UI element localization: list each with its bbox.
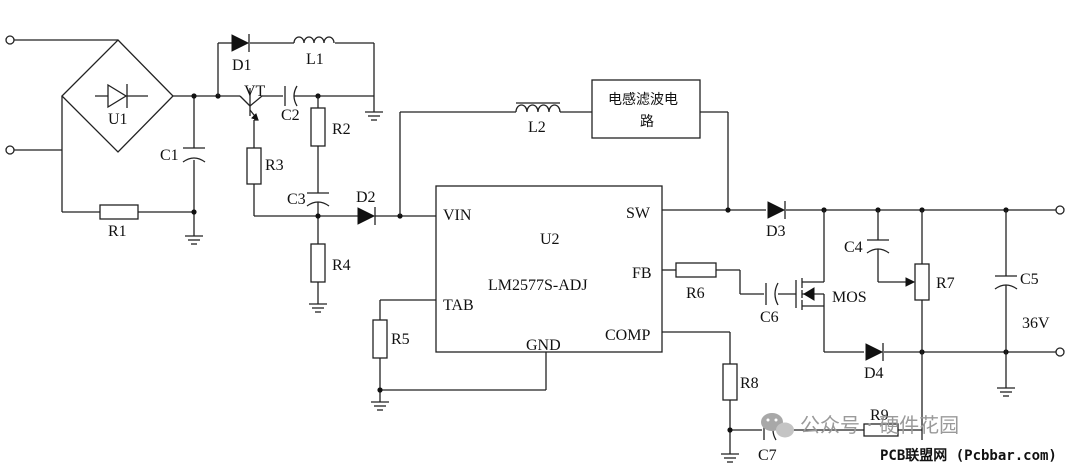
- filter-label-line2: 路: [640, 114, 654, 130]
- pin-vin: VIN: [443, 207, 472, 224]
- output-terminal-positive: [1055, 205, 1065, 215]
- label-r1: R1: [108, 223, 127, 240]
- filter-label-line1: 电感滤波电: [608, 91, 678, 108]
- resistor-r9: [863, 423, 899, 437]
- c4-branch: [866, 210, 916, 287]
- label-c5: C5: [1020, 271, 1039, 288]
- transistor-vt: [239, 88, 283, 148]
- capacitor-c6: [765, 282, 779, 306]
- label-mos: MOS: [832, 289, 867, 306]
- resistor-r8: [722, 363, 738, 401]
- label-r8: R8: [740, 375, 759, 392]
- output-terminal-negative: [1055, 347, 1065, 357]
- ac-input-terminals: [5, 35, 118, 155]
- watermark-channel-text: 公众号 · 硬件花园: [800, 413, 959, 437]
- resistor-r1: [99, 204, 139, 220]
- ground-symbol-c7: [721, 453, 739, 463]
- ground-symbol-l1: [365, 111, 383, 121]
- label-c1: C1: [160, 147, 179, 164]
- pin-comp: COMP: [605, 327, 650, 344]
- diode-d1: [231, 34, 250, 52]
- pin-sw: SW: [626, 205, 651, 222]
- pin-fb: FB: [632, 265, 652, 282]
- label-d2: D2: [356, 189, 376, 206]
- label-u2-part: LM2577S-ADJ: [488, 277, 588, 294]
- capacitor-c2: [284, 85, 374, 107]
- tab-gnd-wires: [379, 299, 547, 402]
- wechat-icon: [761, 413, 794, 438]
- c5-branch: [994, 210, 1018, 388]
- label-u1: U1: [108, 111, 128, 128]
- label-d3: D3: [766, 223, 786, 240]
- label-d1: D1: [232, 57, 252, 74]
- label-c2: C2: [281, 107, 300, 124]
- diode-d3: [767, 201, 786, 219]
- label-r5: R5: [391, 331, 410, 348]
- resistor-r6: [675, 262, 717, 278]
- inductor-l2: [515, 104, 561, 113]
- d1-l1-branch: [217, 42, 375, 112]
- l2-path: [399, 111, 729, 216]
- inductor-l1: [293, 36, 335, 44]
- pin-tab: TAB: [443, 297, 474, 314]
- ground-symbol-r5: [371, 401, 389, 411]
- label-d4: D4: [864, 365, 884, 382]
- label-c4: C4: [844, 239, 863, 256]
- capacitor-c1: [182, 147, 206, 163]
- watermark-channel: 公众号 · 硬件花园: [761, 413, 959, 438]
- ic-u2-lm2577: [435, 185, 663, 353]
- label-c6: C6: [760, 309, 779, 326]
- fb-wires: [662, 269, 796, 295]
- label-r4: R4: [332, 257, 351, 274]
- label-l1: L1: [306, 51, 324, 68]
- label-l2: L2: [528, 119, 546, 136]
- label-r6: R6: [686, 285, 705, 302]
- resistor-r4: [310, 243, 326, 283]
- watermark-site: PCB联盟网 (Pcbbar.com): [880, 448, 1057, 464]
- pin-gnd: GND: [526, 337, 561, 354]
- label-u2: U2: [540, 231, 560, 248]
- ground-symbol-c5: [997, 387, 1015, 397]
- rail-wires: [61, 95, 240, 236]
- resistor-r2: [310, 107, 326, 147]
- diode-d2: [357, 207, 436, 225]
- label-r3: R3: [265, 157, 284, 174]
- resistor-r7: [914, 263, 930, 301]
- mosfet: [795, 210, 825, 352]
- resistor-r3: [246, 147, 262, 185]
- label-r7: R7: [936, 275, 955, 292]
- label-r9: R9: [870, 407, 889, 424]
- label-c7: C7: [758, 447, 777, 464]
- label-output-voltage: 36V: [1022, 315, 1050, 332]
- label-r2: R2: [332, 121, 351, 138]
- label-c3: C3: [287, 191, 306, 208]
- label-vt: VT: [244, 83, 266, 100]
- resistor-r5: [372, 319, 388, 359]
- ground-symbol-c1: [185, 235, 203, 245]
- diode-d4: [865, 343, 884, 361]
- inductor-filter-block: [591, 79, 701, 139]
- ground-symbol-r4: [309, 303, 327, 313]
- bridge-rectifier-u1: [61, 39, 174, 153]
